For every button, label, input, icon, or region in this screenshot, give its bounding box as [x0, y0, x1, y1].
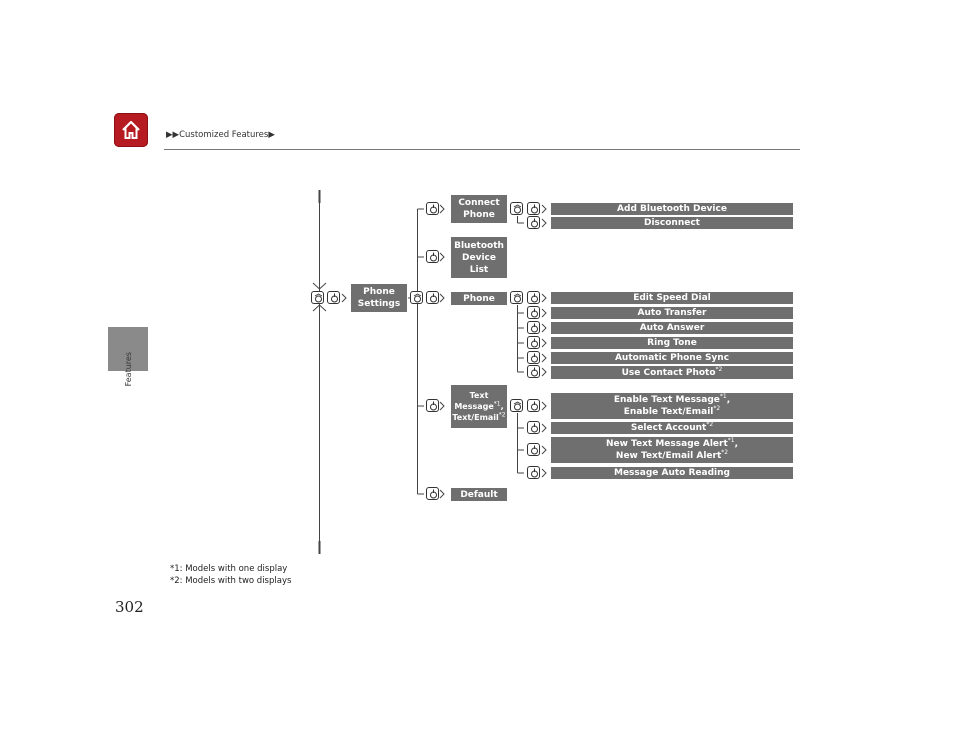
breadcrumb-arrows-icon: ▶▶	[166, 130, 180, 140]
footnote-marker: *2	[498, 411, 506, 419]
menu-edit-speed-dial[interactable]: Edit Speed Dial	[551, 292, 793, 304]
menu-enable-text-email-label: Enable Text/Email	[623, 407, 714, 417]
push-icon	[527, 421, 540, 434]
dial-icon	[510, 202, 523, 215]
footnote-1: *1: Models with one display	[170, 564, 288, 574]
footnote-marker: *1	[719, 393, 727, 400]
menu-new-text-email-alert-label: New Text/Email Alert	[615, 451, 722, 461]
menu-new-text-message-alert-label: New Text Message Alert	[605, 439, 728, 449]
menu-use-contact-photo-line: Use Contact Photo*2	[621, 365, 723, 379]
footnotes: *1: Models with one display *2: Models w…	[170, 563, 291, 587]
menu-select-account[interactable]: Select Account*2	[551, 422, 793, 434]
dial-icon	[510, 399, 523, 412]
push-icon	[426, 291, 439, 304]
menu-new-text-message-alert-line2: New Text/Email Alert*2	[616, 450, 728, 462]
home-button[interactable]	[114, 113, 148, 147]
push-icon	[426, 487, 439, 500]
menu-phone-settings[interactable]: Phone Settings	[351, 284, 407, 312]
dial-icon	[311, 291, 324, 304]
menu-select-account-label: Select Account	[630, 423, 707, 433]
menu-automatic-phone-sync[interactable]: Automatic Phone Sync	[551, 352, 793, 364]
push-icon	[426, 250, 439, 263]
push-icon	[527, 216, 540, 229]
menu-text-email-word: Text/Email	[452, 413, 499, 422]
menu-ring-tone[interactable]: Ring Tone	[551, 337, 793, 349]
push-icon	[426, 399, 439, 412]
menu-text-message[interactable]: Text Message*1, Text/Email*2	[451, 385, 507, 428]
push-icon	[527, 202, 540, 215]
menu-new-text-message-alert-line1: New Text Message Alert*1,	[605, 437, 739, 450]
menu-connect-phone[interactable]: Connect Phone	[451, 195, 507, 223]
push-icon	[527, 351, 540, 364]
push-icon	[527, 306, 540, 319]
menu-use-contact-photo-label: Use Contact Photo	[621, 367, 716, 378]
push-icon	[527, 443, 540, 456]
menu-auto-transfer[interactable]: Auto Transfer	[551, 307, 793, 319]
push-icon	[527, 466, 540, 479]
menu-enable-text-message-line1: Enable Text Message*1,	[613, 393, 731, 406]
menu-auto-answer[interactable]: Auto Answer	[551, 322, 793, 334]
header-divider	[164, 149, 800, 150]
home-icon	[122, 120, 140, 139]
menu-new-text-message-alert[interactable]: New Text Message Alert*1, New Text/Email…	[551, 437, 793, 463]
menu-disconnect[interactable]: Disconnect	[551, 217, 793, 229]
footnote-marker: *1	[493, 400, 501, 408]
menu-text-message-line2: Message*1,	[454, 401, 503, 412]
menu-enable-text-message-label: Enable Text Message	[613, 395, 720, 405]
menu-text-separator: ,	[500, 402, 504, 411]
menu-text-message-line1: Text	[469, 391, 489, 400]
menu-add-bluetooth-device[interactable]: Add Bluetooth Device	[551, 203, 793, 215]
push-icon	[527, 291, 540, 304]
menu-text-email-line: Text/Email*2	[452, 412, 505, 423]
push-icon	[527, 365, 540, 378]
push-icon	[527, 399, 540, 412]
footnote-marker: *2	[706, 421, 714, 428]
breadcrumb-link[interactable]: Customized Features	[179, 130, 269, 140]
push-icon	[327, 291, 340, 304]
footnote-2: *2: Models with two displays	[170, 576, 292, 586]
footnote-marker: *2	[715, 365, 723, 373]
menu-enable-text-message-line2: Enable Text/Email*2	[624, 406, 720, 418]
menu-message-auto-reading[interactable]: Message Auto Reading	[551, 467, 793, 479]
footnote-marker: *2	[721, 449, 729, 456]
push-icon	[527, 336, 540, 349]
menu-use-contact-photo[interactable]: Use Contact Photo*2	[551, 366, 793, 379]
menu-select-account-line: Select Account*2	[631, 422, 713, 434]
menu-default[interactable]: Default	[451, 488, 507, 501]
breadcrumb-arrow-icon: ▶	[268, 130, 275, 140]
dial-icon	[510, 291, 523, 304]
breadcrumb[interactable]: ▶▶Customized Features▶	[166, 130, 275, 140]
menu-bluetooth-device-list[interactable]: Bluetooth Device List	[451, 237, 507, 278]
push-icon	[527, 321, 540, 334]
menu-text-message-word: Message	[454, 402, 494, 411]
side-tab[interactable]	[108, 327, 148, 371]
dial-icon	[410, 291, 423, 304]
menu-enable-text-message[interactable]: Enable Text Message*1, Enable Text/Email…	[551, 393, 793, 419]
push-icon	[426, 202, 439, 215]
menu-phone[interactable]: Phone	[451, 292, 507, 305]
page-number: 302	[115, 598, 144, 616]
footnote-marker: *1	[727, 437, 735, 444]
footnote-marker: *2	[713, 405, 721, 412]
